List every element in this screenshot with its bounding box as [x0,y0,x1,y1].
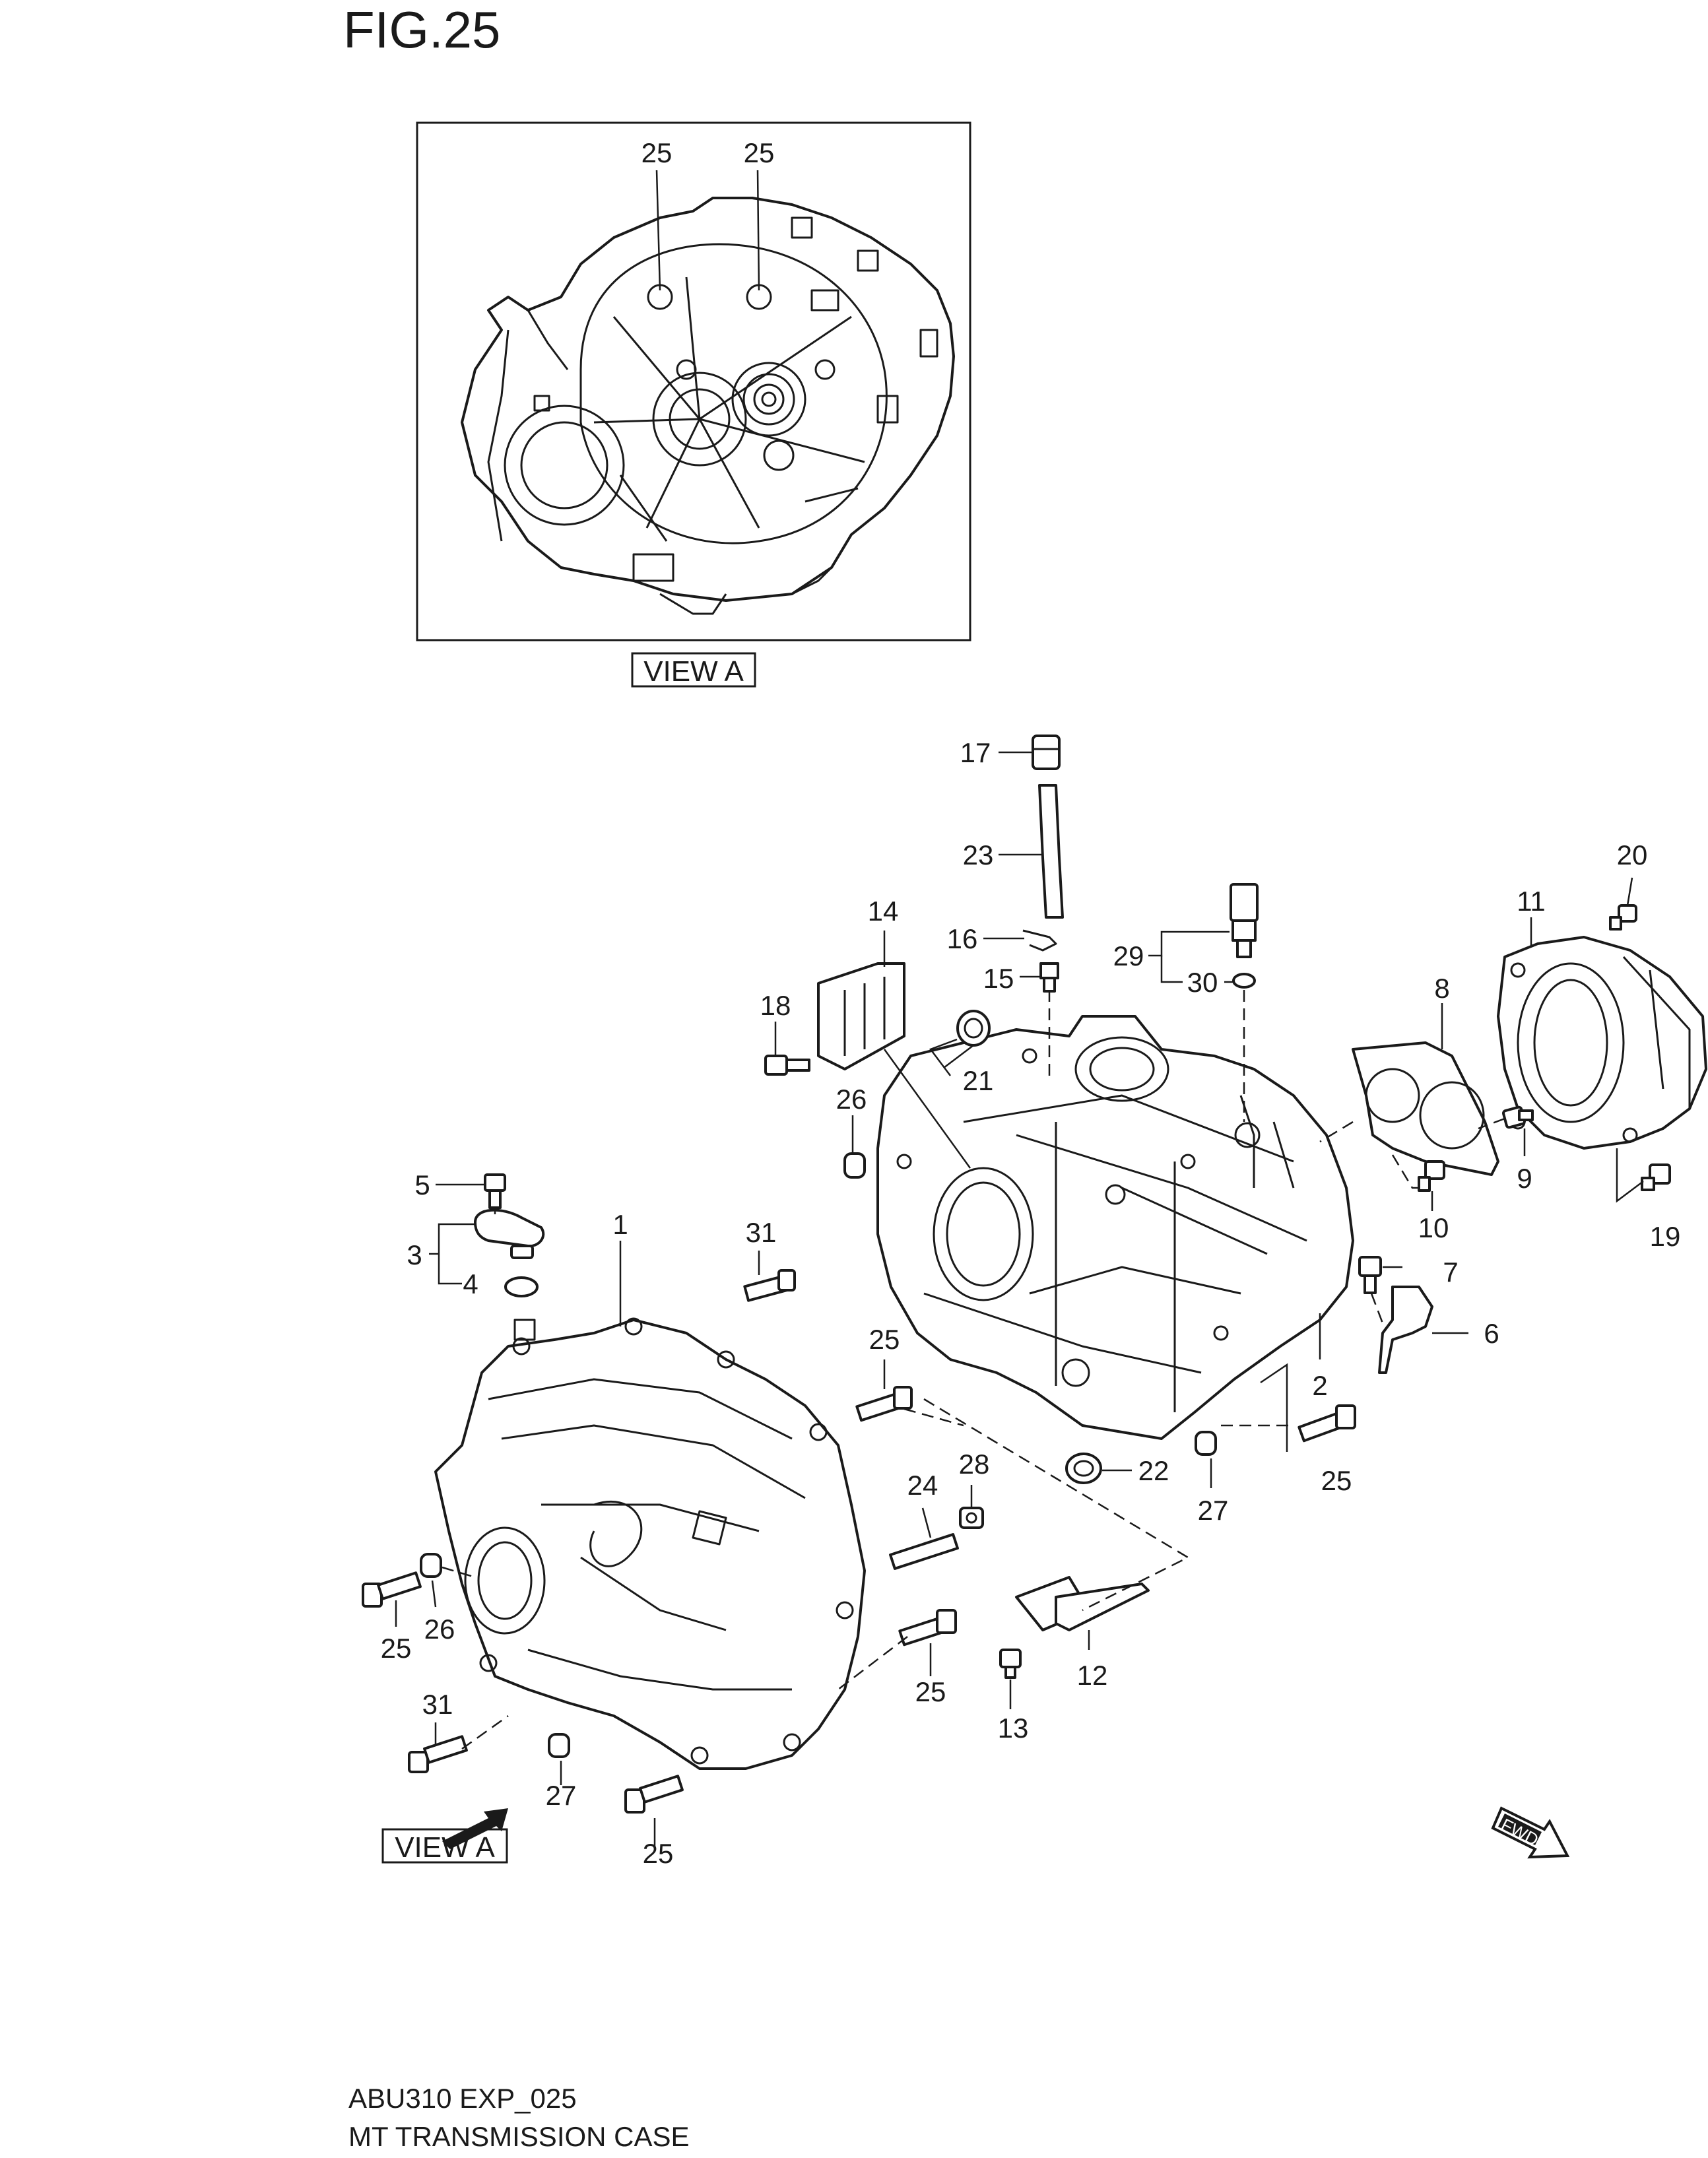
bolt-19-illustration [1641,1163,1671,1191]
footer-code: ABU310 EXP_025 [348,2083,577,2114]
callout-25-d: 25 [381,1633,412,1664]
bolt-13-illustration [999,1649,1022,1679]
footer-caption: MT TRANSMISSION CASE [348,2121,690,2152]
dowel-26-lower-illustration [420,1553,442,1578]
callout-labels: 17 23 16 15 14 29 30 18 21 26 8 11 20 9 … [381,737,1681,1869]
bolt-31-lower-illustration [408,1735,468,1773]
bolt-20-illustration [1609,904,1637,931]
callout-27-right: 27 [1198,1495,1229,1526]
view-a-label-bottom-box [381,1828,508,1864]
nut-28-illustration [959,1507,984,1529]
callout-25-e: 25 [643,1838,674,1869]
inset-frame [416,121,971,641]
callout-10: 10 [1418,1212,1449,1243]
breather-cap-illustration [1032,735,1061,770]
callout-20: 20 [1617,839,1648,870]
callout-4: 4 [463,1268,478,1299]
view-a-label-bottom: VIEW A [395,1831,495,1864]
o-ring-4-illustration [504,1276,539,1297]
bolt-25-c-illustration [898,1609,957,1647]
callout-7: 7 [1443,1257,1458,1288]
clip-illustration [1022,929,1057,952]
bolt-25-b-illustration [1297,1404,1356,1443]
guide-12-illustration [1015,1576,1150,1631]
plate-illustration [1352,1041,1499,1176]
callout-26-lower: 26 [424,1614,455,1645]
bolt-25-d-illustration [362,1571,422,1608]
bolt-31-upper-illustration [743,1269,796,1302]
callout-25-b: 25 [1321,1465,1352,1496]
oil-seal-21-illustration [956,1010,991,1047]
callout-24: 24 [907,1470,938,1501]
bolt-18-illustration [764,1055,810,1076]
callout-21: 21 [963,1065,994,1096]
end-cover-illustration [1497,936,1707,1150]
bolt-10-illustration [1418,1160,1445,1192]
callout-9: 9 [1517,1163,1532,1194]
callout-23: 23 [963,839,994,870]
breather-plug-illustration [1039,962,1059,993]
dowel-26-upper-illustration [843,1152,866,1179]
view-a-label-box [631,652,756,688]
clutch-housing-illustration [434,1317,866,1770]
breather-hose-illustration [1038,784,1064,919]
bracket-6-illustration [1378,1286,1433,1374]
callout-6: 6 [1484,1318,1499,1349]
bolt-5-illustration [484,1173,506,1209]
callout-11: 11 [1517,886,1546,917]
callout-25-a: 25 [869,1324,900,1355]
callout-22: 22 [1138,1455,1169,1486]
gasket-ring-30-illustration [1232,973,1256,989]
bolt-9-illustration [1502,1105,1534,1129]
transmission-case-illustration [876,1015,1354,1440]
callout-14: 14 [868,896,899,927]
bolt-25-a-illustration [855,1386,913,1422]
dowel-27-lower-illustration [548,1733,570,1758]
oil-seal-22-illustration [1065,1453,1102,1484]
callout-12: 12 [1077,1660,1108,1691]
plug-plate-3-illustration [474,1208,545,1259]
figure-title: FIG.25 [343,1,500,59]
callout-3: 3 [407,1239,422,1270]
leader-lines [395,751,1644,1848]
fwd-arrow-icon: FWD [1491,1806,1570,1859]
callout-16: 16 [947,923,978,954]
leader-inset-25a [655,170,661,291]
callout-26-upper: 26 [836,1084,867,1115]
bracket-illustration [817,962,905,1070]
clutch-housing-face-illustration [461,197,955,615]
callout-28: 28 [959,1449,990,1480]
callout-13: 13 [998,1713,1029,1744]
view-a-label: VIEW A [643,655,744,688]
callout-17: 17 [960,737,991,768]
callout-5: 5 [414,1169,430,1200]
callout-18: 18 [760,990,791,1021]
callout-inset-25a: 25 [641,137,673,168]
callout-inset-25b: 25 [744,137,775,168]
leader-inset-25b [756,170,760,291]
stud-24-illustration [889,1533,959,1570]
bolt-25-e-illustration [624,1775,684,1814]
callout-2: 2 [1312,1370,1327,1401]
callout-30: 30 [1187,967,1218,998]
view-a-inset: 25 25 [416,121,971,641]
callout-25-c: 25 [915,1676,946,1707]
callout-31-upper: 31 [746,1217,777,1248]
dowel-27-right-illustration [1195,1431,1217,1456]
callout-31-lower: 31 [422,1689,453,1720]
callout-8: 8 [1434,973,1449,1004]
bolt-7-illustration [1358,1256,1382,1294]
callout-29: 29 [1113,940,1144,971]
callout-15: 15 [983,963,1014,994]
callout-27-lower: 27 [546,1780,577,1811]
switch-illustration [1230,883,1259,958]
callout-19: 19 [1650,1221,1681,1252]
callout-1: 1 [612,1209,628,1240]
